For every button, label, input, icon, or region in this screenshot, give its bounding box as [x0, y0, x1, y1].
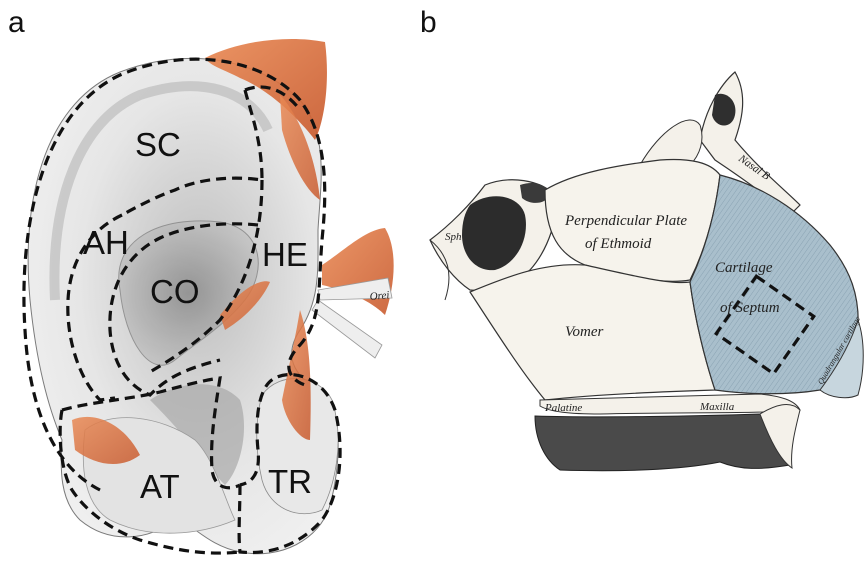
region-label-he: HE — [262, 236, 308, 273]
frontal-bone — [640, 120, 702, 165]
label-vomer: Vomer — [565, 324, 603, 340]
muscle-posterior-fan — [322, 228, 394, 315]
ligament-2 — [312, 300, 382, 358]
region-label-ah: AH — [83, 224, 129, 261]
ear-drawing: Orei SC AH CO HE AT TR — [24, 39, 394, 554]
maxilla-block — [535, 414, 790, 471]
label-cartilage: Cartilage — [715, 260, 773, 276]
septum-drawing: Perpendicular Plate of Ethmoid Vomer Car… — [430, 72, 863, 471]
label-palatine: Palatine — [544, 402, 582, 414]
label-of-ethmoid: of Ethmoid — [585, 236, 652, 252]
label-maxilla: Maxilla — [699, 401, 735, 413]
label-of-septum: of Septum — [720, 300, 780, 316]
label-perpendicular-plate: Perpendicular Plate — [564, 213, 687, 229]
region-label-tr: TR — [268, 463, 312, 500]
region-label-at: AT — [140, 468, 180, 505]
muscle-label: Orei — [369, 289, 390, 303]
region-label-sc: SC — [135, 126, 181, 163]
label-sph: Sph — [445, 231, 462, 243]
region-label-co: CO — [150, 273, 200, 310]
